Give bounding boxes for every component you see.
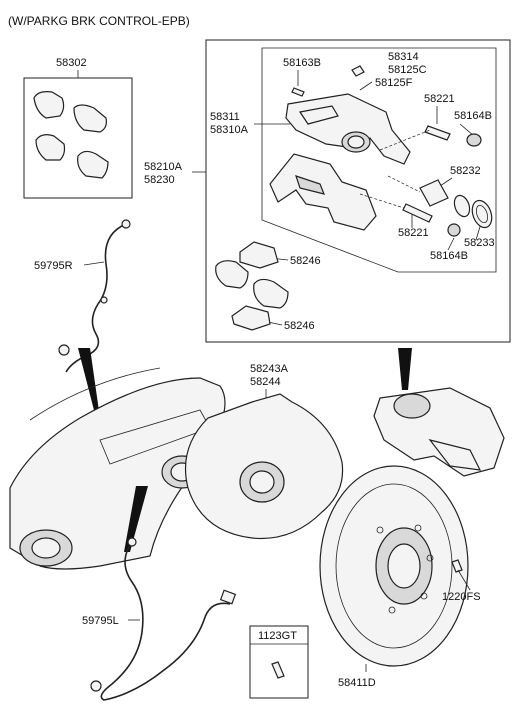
part-label-58233: 58233 (464, 237, 495, 249)
part-label-58302: 58302 (56, 57, 87, 69)
caliper-subassembly-outline (261, 47, 497, 273)
brake-pad-kit-group: 58302 (23, 57, 133, 199)
piston-icon (419, 179, 449, 207)
wheel-speed-sensor-right-icon (58, 219, 131, 373)
part-label-1123GT: 1123GT (258, 630, 297, 642)
part-label-59795L: 59795L (82, 615, 119, 627)
bolt-icon (291, 65, 365, 97)
part-label-58221-bottom: 58221 (398, 227, 429, 239)
pointer-arrow-caliper (398, 348, 412, 390)
part-label-58163B: 58163B (283, 57, 321, 69)
brake-pad-icon (33, 91, 109, 179)
part-label-58244: 58244 (250, 376, 281, 388)
piston-boot-icon (471, 199, 493, 229)
part-label-58221-top: 58221 (424, 93, 455, 105)
screw-icon (451, 559, 471, 591)
caliper-assembly-box (205, 39, 511, 343)
pad-clip-bottom-icon (231, 305, 271, 331)
bolt-1123GT-box (249, 625, 309, 699)
part-label-58243A: 58243A (250, 363, 289, 375)
pointer-arrow-right (78, 348, 100, 418)
part-label-58164B-top: 58164B (454, 110, 492, 122)
part-label-58232: 58232 (450, 165, 481, 177)
part-label-58246-top: 58246 (290, 255, 321, 267)
brake-pad-kit-box (23, 77, 133, 199)
diagram-title: (W/PARKG BRK CONTROL-EPB) (8, 14, 190, 28)
part-label-59795R: 59795R (34, 260, 73, 272)
pointer-arrow-left (124, 486, 148, 552)
part-label-58125C: 58125C (388, 64, 427, 76)
caliper-carrier-icon (269, 153, 377, 231)
piston-seal-icon (453, 194, 471, 218)
dust-shield-icon (184, 393, 344, 540)
brake-disc-icon (319, 465, 469, 667)
part-label-58314: 58314 (388, 51, 419, 63)
pad-clip-top-icon (239, 241, 279, 269)
wheel-speed-sensor-left-icon (90, 537, 237, 701)
caliper-icon (285, 93, 411, 165)
part-label-58164B-bottom: 58164B (430, 250, 468, 262)
part-label-58246-bottom: 58246 (284, 320, 315, 332)
epb-caliper-icon (373, 387, 505, 477)
part-label-58230: 58230 (144, 174, 175, 186)
guide-pin-bottom-icon (402, 203, 461, 237)
part-label-58210A: 58210A (144, 161, 183, 173)
bolt-1123GT-icon (271, 661, 285, 679)
part-label-58310A: 58310A (210, 124, 249, 136)
part-label-58411D: 58411D (338, 677, 376, 689)
guide-pin-top-icon (424, 125, 482, 147)
part-label-58311: 58311 (210, 111, 240, 123)
inner-pads-icon (215, 260, 289, 309)
part-label-58125F: 58125F (375, 77, 413, 89)
part-label-1220FS: 1220FS (442, 591, 481, 603)
